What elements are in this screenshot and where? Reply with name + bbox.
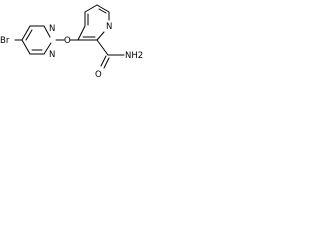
pyrimidine-bond-4 [43,42,52,55]
molecule-structure: Br N N O N O NH2 [0,4,143,80]
pyrimidine-bond-1 [21,25,31,41]
bonds [14,4,125,69]
pyrimidine-double-1 [25,29,33,41]
atom-br: Br [0,36,10,46]
pyridine-bond-3 [84,4,98,13]
atom-n-pyrimidine-top: N [49,24,55,34]
atom-nh2: NH2 [125,51,143,61]
pyridine-double-2 [98,8,107,14]
atom-n-pyridine: N [106,22,112,32]
atom-n-pyrimidine-bottom: N [49,50,55,60]
atom-o-carbonyl: O [95,70,102,80]
bond-c2-carbonyl [96,39,109,56]
pyrimidine-bond-3 [43,25,51,38]
bond-carbonyl-o-1 [100,55,107,67]
structure-canvas: Br N N O N O NH2 [0,0,157,80]
bond-carbonyl-o-2 [103,57,110,69]
atom-labels: Br N N O N O NH2 [0,22,143,80]
pyridine-bond-6 [96,31,105,41]
pyridine-bond-1 [77,25,86,41]
pyrimidine-bond-6 [21,39,31,55]
pyridine-bond-4 [96,4,110,13]
atom-o-ether: O [64,36,71,46]
